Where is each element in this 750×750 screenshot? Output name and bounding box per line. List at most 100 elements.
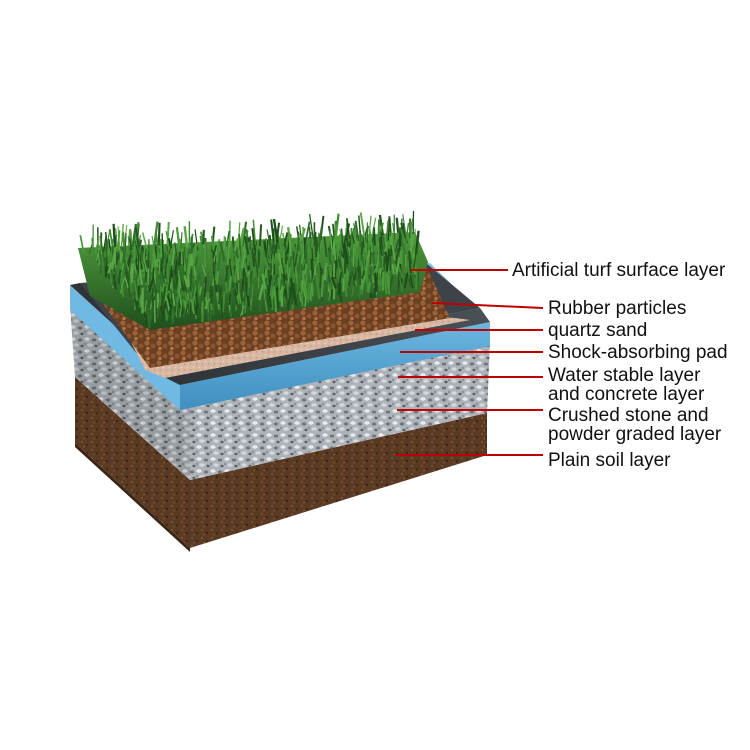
grass-blade	[164, 284, 168, 299]
grass-blade	[315, 273, 321, 299]
grass-blade	[400, 218, 403, 238]
grass-blade	[290, 278, 294, 294]
grass-blade	[138, 245, 142, 258]
grass-blade	[343, 243, 349, 264]
grass-blade	[203, 276, 207, 298]
grass-blade	[401, 242, 407, 255]
grass-blade	[192, 256, 199, 278]
grass-blade	[313, 266, 318, 286]
grass-blade	[407, 252, 410, 279]
grass-blade	[149, 309, 153, 323]
grass-blade	[304, 221, 311, 243]
grass-blade	[241, 249, 247, 269]
grass-blade	[395, 217, 400, 234]
grass-blade	[403, 273, 409, 289]
label-soil: Plain soil layer	[548, 450, 671, 471]
label-stone: Crushed stone and powder graded layer	[548, 405, 722, 445]
leader-line-rubber	[431, 302, 544, 309]
grass-blade	[337, 272, 343, 296]
grass-blade	[124, 233, 127, 258]
grass-blade	[202, 229, 205, 245]
grass-blade	[239, 305, 245, 317]
grass-blade	[133, 280, 139, 301]
grass-blade	[368, 229, 374, 253]
grass-blade	[158, 254, 161, 275]
grass-blade	[248, 271, 253, 284]
grass-blade	[389, 245, 392, 272]
grass-blade	[232, 289, 239, 307]
grass-blade	[353, 225, 357, 252]
grass-blade	[155, 234, 160, 260]
grass-blade	[183, 246, 186, 264]
grass-blade	[168, 230, 174, 254]
grass-blade	[229, 296, 233, 317]
grass-blade	[161, 285, 167, 308]
grass-blade	[287, 286, 292, 310]
grass-blade	[291, 259, 295, 278]
grass-blade	[265, 279, 268, 301]
grass-blade	[391, 268, 396, 285]
grass-blade	[238, 278, 242, 293]
grass-blade	[99, 235, 103, 255]
grass-blade	[382, 265, 387, 281]
grass-blade	[380, 232, 383, 245]
grass-blade	[165, 263, 170, 283]
grass-blade	[233, 238, 239, 252]
label-water: Water stable layer and concrete layer	[548, 365, 706, 405]
grass-blade	[117, 269, 122, 285]
grass-blade	[161, 233, 164, 259]
grass-blade	[112, 223, 117, 248]
grass-blade	[415, 263, 418, 290]
grass-blade	[284, 289, 289, 300]
grass-blade	[266, 268, 269, 285]
grass-blade	[151, 267, 155, 282]
grass-blade	[267, 274, 273, 297]
grass-blade	[214, 257, 219, 281]
grass-blade	[250, 247, 256, 267]
grass-blade	[281, 280, 287, 296]
grass-blade	[134, 227, 141, 250]
grass-blade	[319, 268, 323, 289]
grass-blade	[283, 273, 288, 297]
grass-blade	[133, 292, 138, 314]
grass-blade	[159, 305, 166, 320]
grass-blade	[273, 273, 279, 287]
grass-blade	[292, 250, 296, 272]
grass-blade	[286, 280, 289, 299]
grass-blade	[310, 258, 313, 279]
grass-blade	[270, 252, 273, 275]
grass-blade	[168, 304, 173, 316]
grass-blade	[217, 251, 222, 273]
grass-blade	[166, 221, 170, 246]
grass-blade	[292, 238, 297, 256]
grass-blade	[308, 226, 311, 240]
grass-blade	[288, 234, 292, 257]
grass-blade	[186, 253, 191, 276]
grass-blade	[310, 282, 312, 302]
grass-blade	[91, 237, 94, 250]
grass-blade	[251, 228, 256, 251]
grass-blade	[408, 251, 412, 264]
grass-blade	[217, 284, 222, 301]
grass-blade	[204, 298, 211, 310]
grass-blade	[258, 283, 264, 301]
grass-blade	[157, 222, 161, 246]
grass-blade	[79, 235, 85, 254]
grass-blade	[284, 261, 289, 276]
grass-blade	[391, 264, 395, 275]
grass-blade	[165, 231, 170, 244]
grass-blade	[363, 247, 366, 271]
grass-blade	[324, 279, 329, 303]
grass-blade	[128, 254, 132, 281]
grass-blade	[397, 272, 400, 288]
grass-blade	[183, 303, 189, 321]
grass-blade	[334, 226, 339, 240]
grass-blade	[306, 282, 311, 301]
grass-blade	[241, 292, 244, 316]
grass-blade	[279, 225, 284, 239]
grass-blade	[182, 251, 185, 267]
grass-blade	[210, 226, 216, 253]
grass-blade	[161, 300, 167, 322]
grass-blade	[367, 215, 372, 241]
